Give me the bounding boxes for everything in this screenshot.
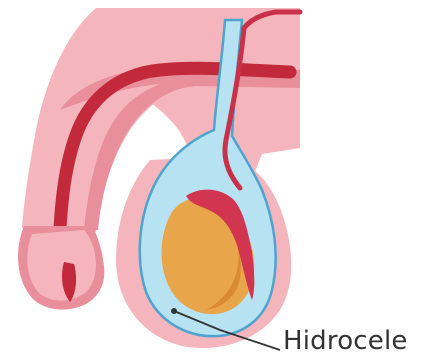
pointer-dot [171,308,177,314]
hydrocele-label: Hidrocele [283,326,408,356]
glans-inner [27,230,96,301]
